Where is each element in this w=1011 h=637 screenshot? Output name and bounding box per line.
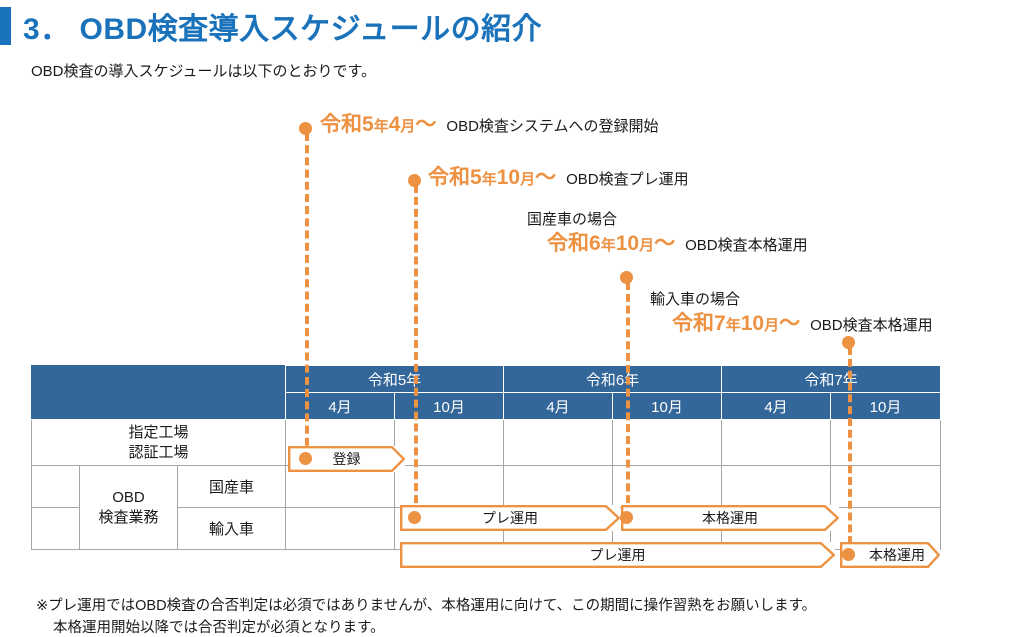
- bar-arrow-shape-icon: [400, 505, 620, 531]
- header-month-r6-4: 4月: [503, 392, 614, 420]
- bar-pre-operation-domestic: プレ運用: [400, 505, 620, 531]
- table-header-years: 令和5年 令和6年 令和7年: [30, 365, 942, 420]
- callout-2-desc: OBD検査プレ運用: [566, 171, 689, 188]
- bar-pre-operation-imported-label: プレ運用: [589, 547, 646, 563]
- cell-factory-r7-4: [721, 419, 832, 466]
- callout-4-era: 令和7年10月～: [672, 311, 801, 335]
- bar-full-operation-domestic-label: 本格運用: [702, 510, 758, 526]
- bar-registration-label: 登録: [332, 451, 361, 467]
- callout-1-desc: OBD検査システムへの登録開始: [446, 118, 659, 135]
- callout-3-desc: OBD検査本格運用: [685, 236, 808, 254]
- row-sub-label-imported: 輸入車: [176, 507, 287, 550]
- callout-1-era: 令和5年4月～: [320, 113, 437, 136]
- marker-line-r6-10: [626, 282, 630, 515]
- row-label-factory-line2: 認証工場: [128, 443, 189, 461]
- header-month-r7-4: 4月: [721, 392, 832, 420]
- bar-arrow-shape-icon: [288, 446, 405, 472]
- row-group-label-line2: 検査業務: [98, 508, 159, 526]
- bar-arrow-shape-icon: [840, 542, 940, 568]
- marker-dot-r5-10-top: [408, 174, 421, 187]
- marker-dot-r6-10-top: [620, 271, 633, 284]
- header-year-r6: 令和6年: [503, 365, 723, 393]
- table-row-domestic: OBD 検査業務 国産車: [31, 465, 942, 550]
- cell-domestic-r5-4: [285, 465, 396, 508]
- callout-3: 国産車の場合 令和6年10月～ OBD検査本格運用: [527, 211, 808, 257]
- footnote-line2: 本格運用開始以降では合否判定が必須となります。: [53, 619, 385, 636]
- bar-arrow-shape-icon: [621, 505, 839, 531]
- row-group-label-line1: OBD: [112, 489, 145, 507]
- callout-3-era: 令和6年10月～: [547, 231, 676, 255]
- header-year-r7: 令和7年: [721, 365, 942, 393]
- callout-1: 令和5年4月～ OBD検査システムへの登録開始: [320, 112, 658, 138]
- header-month-r6-10: 10月: [612, 392, 723, 420]
- cell-domestic-r5-10: [394, 465, 505, 508]
- marker-dot-full-operation-imported: [842, 548, 855, 561]
- page-title: 3． OBD検査導入スケジュールの紹介: [23, 13, 543, 46]
- callout-2: 令和5年10月～ OBD検査プレ運用: [428, 165, 689, 191]
- row-label-factory-line1: 指定工場: [128, 424, 189, 442]
- page-heading: 3． OBD検査導入スケジュールの紹介: [0, 6, 542, 46]
- header-year-r5: 令和5年: [285, 365, 505, 393]
- bar-arrow-shape-icon: [400, 542, 835, 568]
- marker-dot-r5-4-top: [299, 122, 312, 135]
- callout-4-desc: OBD検査本格運用: [810, 316, 933, 334]
- marker-line-r5-4: [305, 133, 309, 458]
- bar-full-operation-imported-label: 本格運用: [869, 547, 925, 563]
- marker-dot-r7-10-top: [842, 336, 855, 349]
- callout-4-sub: 輸入車の場合: [650, 291, 741, 308]
- row-spacer-left-2: [31, 507, 80, 550]
- footnote: ※プレ運用ではOBD検査の合否判定は必須ではありませんが、本格運用に向けて、この…: [36, 596, 816, 637]
- lead-text: OBD検査の導入スケジュールは以下のとおりです。: [31, 63, 376, 80]
- bar-full-operation-domestic: 本格運用: [621, 505, 839, 531]
- marker-line-r7-10: [848, 347, 852, 556]
- cell-factory-r6-10: [612, 419, 723, 466]
- bar-pre-operation-imported: プレ運用: [400, 542, 835, 568]
- marker-line-r5-10: [414, 185, 418, 515]
- callout-3-sub: 国産車の場合: [527, 211, 618, 228]
- row-label-factory: 指定工場 認証工場: [30, 419, 287, 466]
- cell-factory-r5-10: [394, 419, 505, 466]
- bar-full-operation-imported: 本格運用: [840, 542, 940, 568]
- callout-2-era: 令和5年10月～: [428, 166, 557, 189]
- cell-imported-r5-4: [285, 507, 396, 550]
- marker-dot-registration: [299, 452, 312, 465]
- row-group-label-obd: OBD 検査業務: [79, 465, 178, 550]
- bar-pre-operation-domestic-label: プレ運用: [482, 510, 538, 526]
- header-month-r5-10: 10月: [394, 392, 505, 420]
- header-month-r5-4: 4月: [285, 392, 396, 420]
- marker-dot-pre-operation-domestic: [408, 511, 421, 524]
- cell-factory-r6-4: [503, 419, 614, 466]
- table-row-factory: 指定工場 認証工場: [30, 419, 942, 466]
- header-blank-cell: [30, 365, 287, 420]
- cell-domestic-r7-4: [721, 465, 832, 508]
- bar-registration: 登録: [288, 446, 405, 472]
- row-spacer-left: [31, 465, 80, 508]
- marker-dot-full-operation-domestic: [620, 511, 633, 524]
- callout-4: 輸入車の場合 令和7年10月～ OBD検査本格運用: [650, 291, 933, 337]
- footnote-line1: ※プレ運用ではOBD検査の合否判定は必須ではありませんが、本格運用に向けて、この…: [36, 598, 817, 614]
- heading-accent-bar: [0, 7, 11, 45]
- row-sub-label-domestic: 国産車: [176, 465, 287, 508]
- cell-domestic-r6-4: [503, 465, 614, 508]
